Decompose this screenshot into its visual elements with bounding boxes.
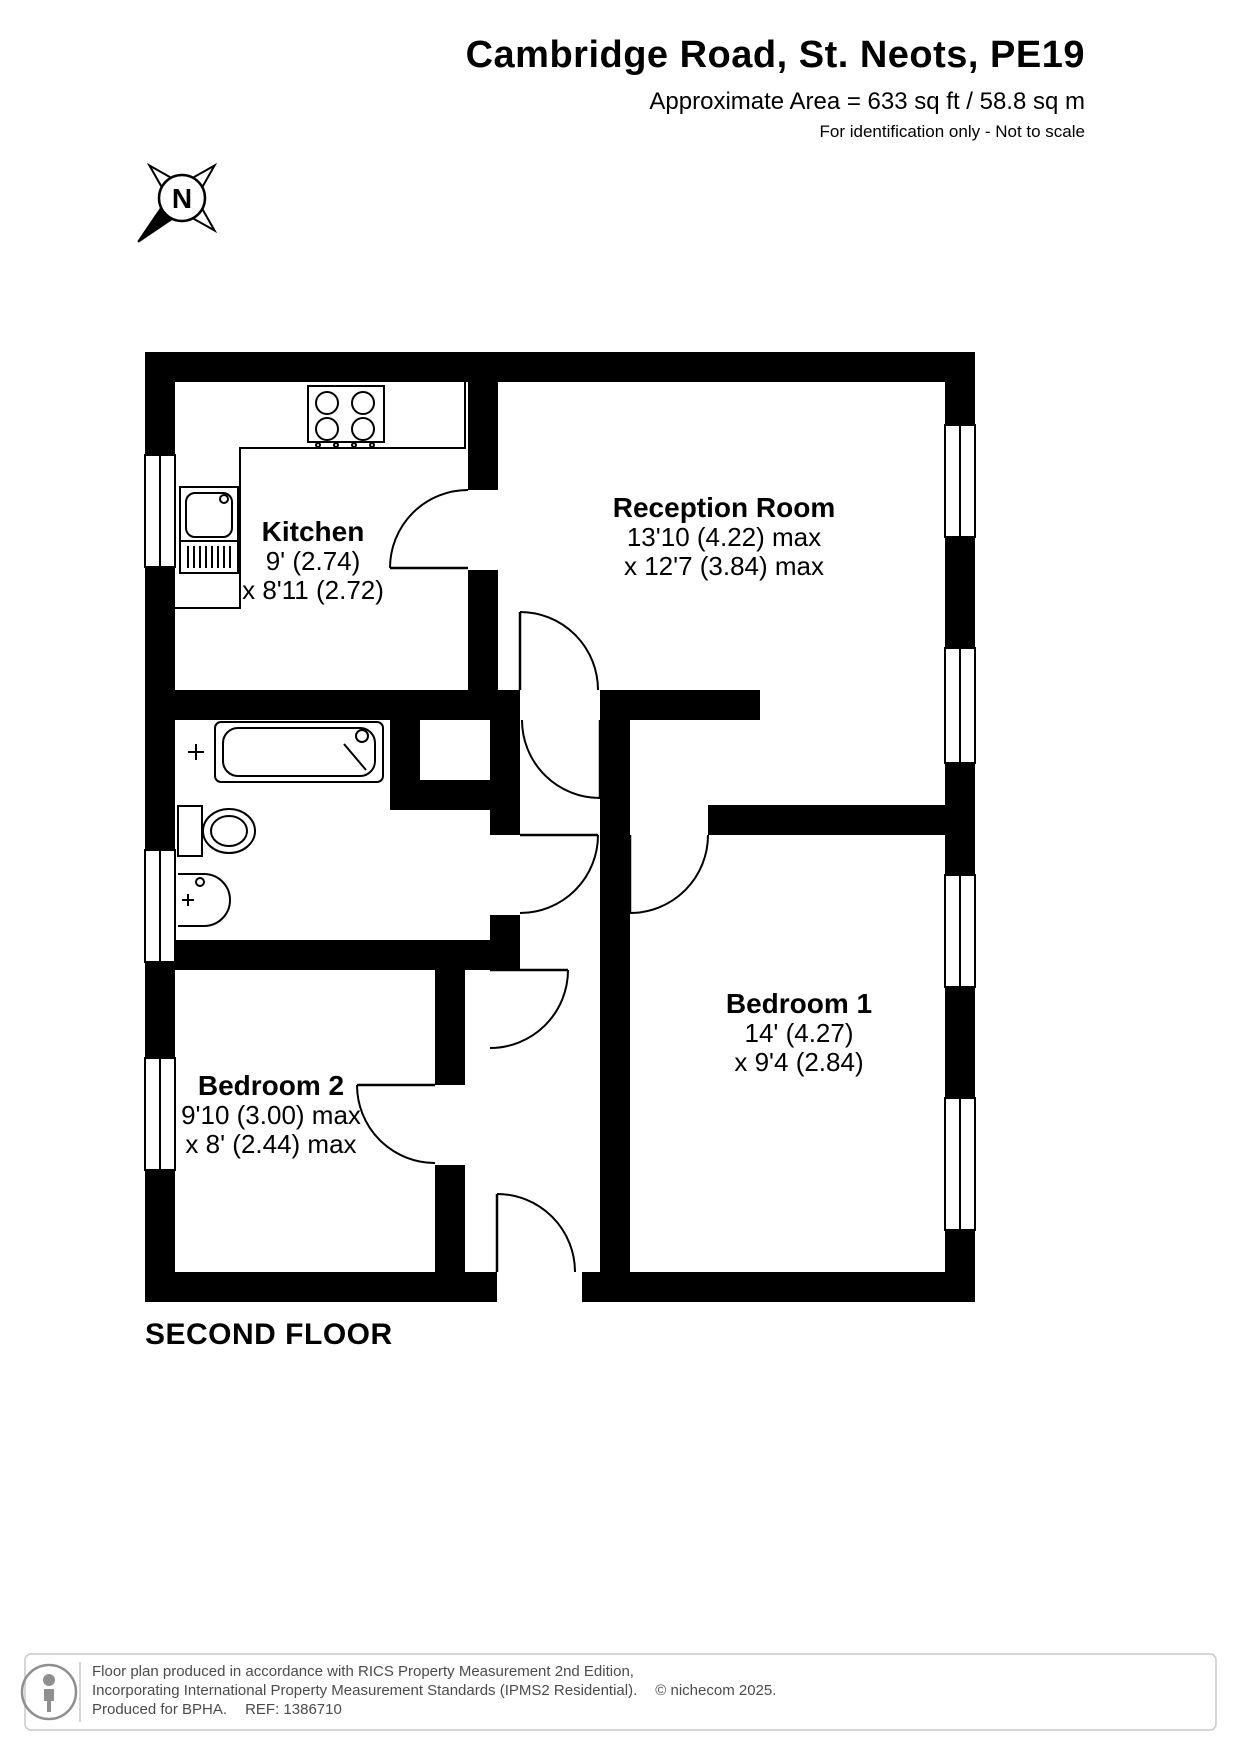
window (944, 874, 976, 988)
hob-symbol (307, 385, 385, 448)
footer-line-2: Incorporating International Property Mea… (92, 1682, 777, 1699)
windows (144, 424, 976, 1231)
page-title: Cambridge Road, St. Neots, PE19 (465, 34, 1085, 76)
window (144, 454, 176, 568)
floor-name-label: SECOND FLOOR (145, 1318, 393, 1351)
kitchen-door (389, 489, 469, 570)
room-dimensions: 9' (2.74) (265, 546, 361, 576)
person-icon (20, 1663, 78, 1721)
room-name: Kitchen (261, 516, 365, 547)
room-dimensions: 9'10 (3.00) max (181, 1100, 361, 1130)
room-dimensions: 14' (4.27) (744, 1018, 854, 1048)
window (144, 1057, 176, 1171)
room-name: Reception Room (612, 492, 836, 523)
footer: Floor plan produced in accordance with R… (92, 1662, 776, 1719)
doors (356, 489, 709, 1273)
approximate-area: Approximate Area = 633 sq ft / 58.8 sq m (649, 88, 1085, 115)
bath-symbol (188, 721, 384, 783)
reference-number: REF: 1386710 (245, 1701, 342, 1718)
cupboard-door (489, 968, 569, 1049)
room-name: Bedroom 2 (197, 1070, 345, 1101)
room-label-bedroom2: Bedroom 2 9'10 (3.00) max x 8' (2.44) ma… (181, 1070, 361, 1159)
bedroom1-door (628, 834, 709, 914)
room-dimensions: x 8' (2.44) max (185, 1129, 357, 1159)
basin-symbol (178, 873, 231, 927)
toilet-symbol (177, 805, 256, 857)
window (944, 1097, 976, 1231)
footer-graphics (20, 1653, 1217, 1731)
bathroom-fixtures (177, 721, 384, 927)
window (144, 849, 176, 963)
copyright: © nichecom 2025. (655, 1682, 777, 1699)
room-label-bedroom1: Bedroom 1 14' (4.27) x 9'4 (2.84) (726, 988, 872, 1077)
room-dimensions: 13'10 (4.22) max (626, 522, 822, 552)
room-dimensions: x 8'11 (2.72) (242, 575, 384, 605)
kitchen-counter (175, 382, 466, 609)
window (944, 647, 976, 764)
bedroom2-door (356, 1083, 436, 1164)
window (944, 424, 976, 538)
footer-line-1: Floor plan produced in accordance with R… (92, 1663, 634, 1680)
kitchen-sink-symbol (179, 486, 239, 574)
footer-line-3: Produced for BPHA.REF: 1386710 (92, 1701, 342, 1718)
hall-door (521, 719, 602, 799)
kitchen-fixtures (175, 382, 466, 609)
room-dimensions: x 9'4 (2.84) (734, 1047, 864, 1077)
reception-door (518, 611, 599, 691)
room-label-reception: Reception Room 13'10 (4.22) max x 12'7 (… (613, 492, 835, 581)
scale-disclaimer: For identification only - Not to scale (819, 122, 1085, 141)
room-dimensions: x 12'7 (3.84) max (623, 551, 825, 581)
room-label-kitchen: Kitchen 9' (2.74) x 8'11 (2.72) (242, 516, 384, 605)
compass-north-label: N (172, 183, 192, 214)
room-name: Bedroom 1 (725, 988, 873, 1019)
north-compass-icon: N (137, 162, 218, 243)
bathroom-door (519, 833, 599, 914)
entrance-door (495, 1193, 576, 1273)
walls (145, 352, 975, 1302)
